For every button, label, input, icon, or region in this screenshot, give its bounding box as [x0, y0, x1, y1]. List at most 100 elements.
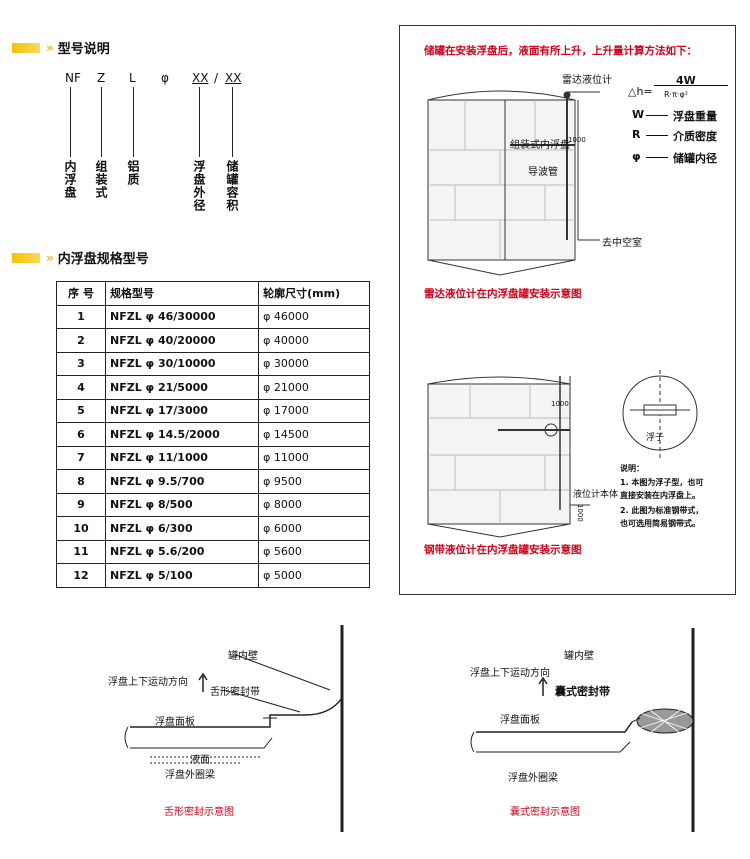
cell-size: φ 5000	[258, 563, 370, 588]
cell-size: φ 6000	[258, 516, 370, 541]
seal2-wall-label: 罐内壁	[564, 651, 594, 662]
cell-model: NFZL φ 30/10000	[104, 351, 260, 376]
tongue-seal-drawing	[124, 625, 344, 832]
header-bar-icon	[12, 42, 40, 53]
cell-size: φ 8000	[258, 492, 370, 517]
cell-index: 6	[56, 422, 106, 447]
legend-dash	[646, 157, 668, 158]
cell-size: φ 11000	[258, 445, 370, 470]
cell-model: NFZL φ 5.6/200	[104, 539, 260, 564]
cell-index: 11	[56, 539, 106, 564]
spec-section-title: 内浮盘规格型号	[57, 252, 149, 267]
cell-size: φ 46000	[258, 304, 370, 329]
code-xx-2: XX	[225, 71, 242, 85]
formula-numerator: 4W	[676, 74, 696, 87]
note-line-4: 也可选用简易钢带式。	[620, 519, 700, 528]
meaning-tank-volume: 储罐容积	[225, 160, 239, 212]
dim-2-label: 1000	[576, 504, 584, 522]
code-xx-1: XX	[192, 71, 209, 85]
model-section-header: » 型号说明	[12, 38, 110, 57]
legend-w-sym: W	[632, 108, 645, 121]
table-header-row: 序 号 规格型号 轮廓尺寸(mm)	[56, 281, 370, 306]
header-bar-icon	[12, 252, 40, 263]
cell-index: 12	[56, 563, 106, 588]
guide-label: 导波管	[528, 167, 558, 178]
meaning-aluminum: 铝质	[126, 160, 140, 186]
code-line	[133, 87, 134, 157]
header-model: 规格型号	[104, 281, 260, 306]
header-size: 轮廓尺寸(mm)	[258, 281, 370, 306]
note-line-3: 2. 此图为标准钢带式，	[620, 506, 704, 515]
tank-2-drawing	[427, 376, 590, 538]
legend-dash	[646, 135, 668, 136]
cell-index: 7	[56, 445, 106, 470]
seal2-plate-label: 浮盘面板	[500, 715, 540, 726]
model-section-title: 型号说明	[57, 42, 110, 57]
code-z: Z	[97, 71, 106, 85]
legend-w-text: 浮盘重量	[673, 110, 717, 123]
seal2-ring-label: 浮盘外圈梁	[508, 773, 558, 784]
cell-index: 4	[56, 375, 106, 400]
note-line-1: 1. 本图为浮子型，也可	[620, 478, 704, 487]
note-line-2: 直接安装在内浮盘上。	[620, 491, 700, 500]
seal2-motion-label: 浮盘上下运动方向	[470, 668, 550, 679]
seal2-caption: 囊式密封示意图	[510, 807, 580, 818]
installation-panel	[399, 25, 736, 595]
seal1-motion-label: 浮盘上下运动方向	[108, 677, 188, 688]
spec-section-header: » 内浮盘规格型号	[12, 248, 149, 267]
legend-r-sym: R	[632, 128, 641, 141]
float-detail-drawing	[622, 370, 698, 460]
diagram-1-caption: 雷达液位计在内浮盘罐安装示意图	[424, 288, 582, 300]
seal1-liquid-label: 液面	[190, 755, 210, 766]
cell-model: NFZL φ 14.5/2000	[104, 422, 260, 447]
seal2-seal-label: 囊式密封带	[555, 685, 610, 698]
cell-size: φ 14500	[258, 422, 370, 447]
seal1-plate-label: 浮盘面板	[155, 717, 195, 728]
code-l: L	[129, 71, 136, 85]
meaning-assembled: 组装式	[94, 160, 108, 199]
cell-model: NFZL φ 5/100	[104, 563, 260, 588]
legend-r-text: 介质密度	[673, 130, 717, 143]
cell-size: φ 21000	[258, 375, 370, 400]
code-line	[199, 87, 200, 157]
note-title: 说明：	[620, 464, 644, 473]
cell-model: NFZL φ 21/5000	[104, 375, 260, 400]
cell-index: 5	[56, 398, 106, 423]
seal1-wall-label: 罐内壁	[228, 651, 258, 662]
cell-model: NFZL φ 40/20000	[104, 328, 260, 353]
dim-1-label: 1000	[551, 400, 569, 408]
diagram-2-caption: 钢带液位计在内浮盘罐安装示意图	[424, 544, 582, 556]
code-nf: NF	[65, 71, 81, 85]
cell-model: NFZL φ 46/30000	[104, 304, 260, 329]
code-line	[70, 87, 71, 157]
cell-model: NFZL φ 17/3000	[104, 398, 260, 423]
cell-index: 3	[56, 351, 106, 376]
code-phi: φ	[161, 71, 169, 85]
code-line	[232, 87, 233, 157]
floater-label: 组装式内浮盘	[510, 140, 570, 151]
cell-model: NFZL φ 9.5/700	[104, 469, 260, 494]
panel-intro: 储罐在安装浮盘后，液面有所上升，上升量计算方法如下：	[424, 45, 697, 57]
seal1-caption: 舌形密封示意图	[164, 807, 234, 818]
dim-label: 1000	[568, 136, 586, 144]
double-chevron-icon: »	[46, 40, 54, 55]
formula-lhs: △h=	[628, 85, 653, 98]
cell-model: NFZL φ 11/1000	[104, 445, 260, 470]
cell-size: φ 30000	[258, 351, 370, 376]
code-line	[101, 87, 102, 157]
legend-dash	[646, 115, 668, 116]
meaning-inner-floater: 内浮盘	[63, 160, 77, 199]
radar-label: 雷达液位计	[562, 75, 612, 86]
vacuum-label: 去中空室	[602, 238, 642, 249]
